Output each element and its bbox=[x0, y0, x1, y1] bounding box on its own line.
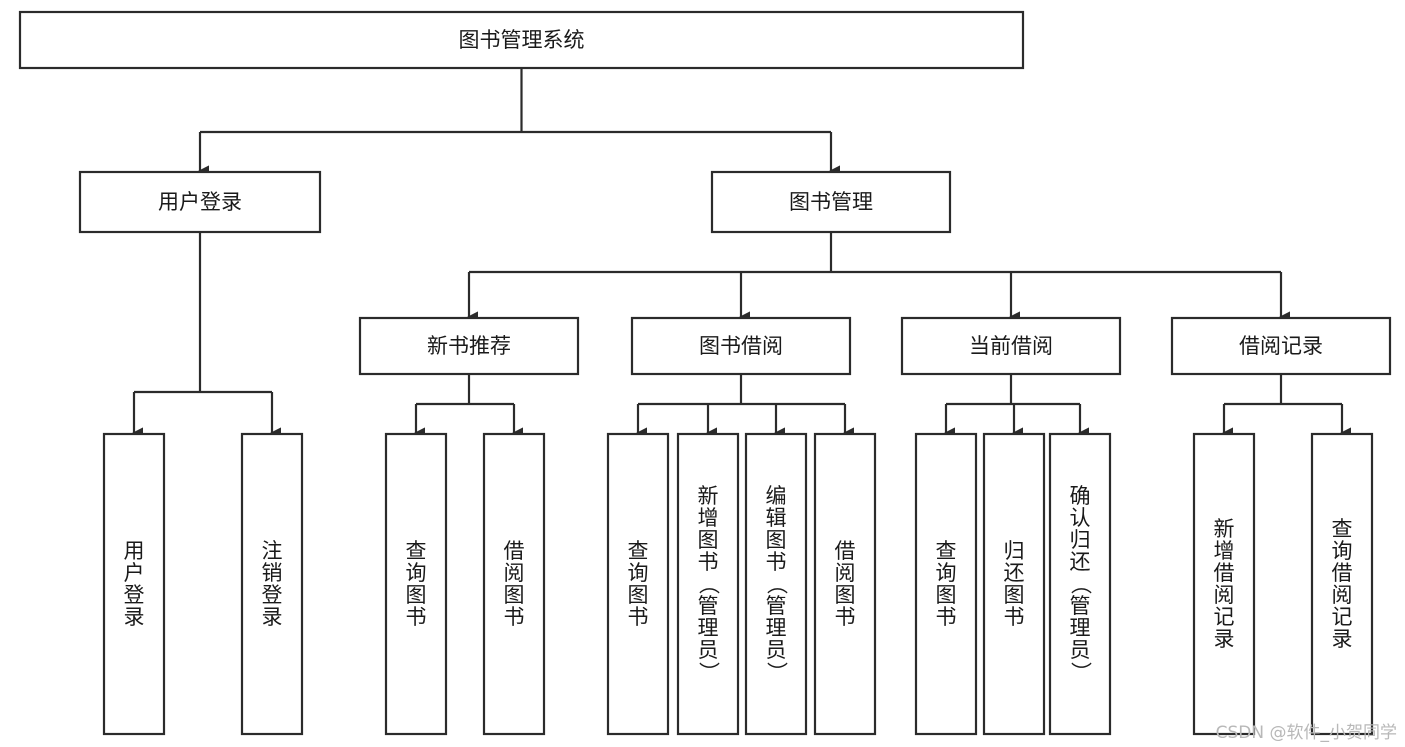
node-box-rect bbox=[1048, 432, 1112, 736]
node-box-rect bbox=[1170, 316, 1392, 376]
leaf-node-查询借阅记录[interactable] bbox=[1310, 432, 1374, 736]
node-box-rect bbox=[240, 432, 304, 736]
leaf-node-编辑图书管理员[interactable] bbox=[744, 432, 808, 736]
node-box-rect bbox=[358, 316, 580, 376]
leaf-node-查询图书[interactable] bbox=[606, 432, 670, 736]
leaf-node-注销登录[interactable] bbox=[240, 432, 304, 736]
node-label: 借阅记录 bbox=[1239, 334, 1323, 358]
boxes-layer: 新书推荐 图书借阅 当前借阅 借阅记录 用户登录 图书管理 图书管理系统 bbox=[18, 10, 1392, 736]
node-label: 图书借阅 bbox=[699, 334, 783, 358]
leaf-node-查询图书[interactable] bbox=[914, 432, 978, 736]
watermark-text: CSDN @软件_小贺同学 bbox=[1215, 723, 1397, 743]
node-box-rect bbox=[18, 10, 1025, 70]
level2-node-图书借阅[interactable] bbox=[630, 316, 852, 376]
node-label: 当前借阅 bbox=[969, 334, 1053, 358]
node-box-rect bbox=[982, 432, 1046, 736]
node-label: 新书推荐 bbox=[427, 334, 511, 358]
leaf-node-新增图书管理员[interactable] bbox=[676, 432, 740, 736]
level2-node-借阅记录[interactable] bbox=[1170, 316, 1392, 376]
leaf-node-用户登录[interactable] bbox=[102, 432, 166, 736]
leaf-node-查询图书[interactable] bbox=[384, 432, 448, 736]
node-box-rect bbox=[813, 432, 877, 736]
node-box-rect bbox=[900, 316, 1122, 376]
edges-layer bbox=[132, 68, 1351, 439]
node-box-rect bbox=[744, 432, 808, 736]
leaf-node-确认归还管理员[interactable] bbox=[1048, 432, 1112, 736]
node-box-rect bbox=[78, 170, 322, 234]
node-box-rect bbox=[606, 432, 670, 736]
node-box-rect bbox=[482, 432, 546, 736]
node-box-rect bbox=[630, 316, 852, 376]
node-label: 用户登录 bbox=[158, 190, 242, 214]
node-label: 图书管理系统 bbox=[459, 28, 585, 52]
leaf-node-归还图书[interactable] bbox=[982, 432, 1046, 736]
leaf-node-新增借阅记录[interactable] bbox=[1192, 432, 1256, 736]
node-box-rect bbox=[1192, 432, 1256, 736]
level2-node-新书推荐[interactable] bbox=[358, 316, 580, 376]
node-box-rect bbox=[914, 432, 978, 736]
node-box-rect bbox=[102, 432, 166, 736]
level1-node-用户登录[interactable] bbox=[78, 170, 322, 234]
root-node-图书管理系统[interactable] bbox=[18, 10, 1025, 70]
node-label: 图书管理 bbox=[789, 190, 873, 214]
node-box-rect bbox=[676, 432, 740, 736]
level1-node-图书管理[interactable] bbox=[710, 170, 952, 234]
node-box-rect bbox=[1310, 432, 1374, 736]
node-box-rect bbox=[710, 170, 952, 234]
node-box-rect bbox=[384, 432, 448, 736]
leaf-node-借阅图书[interactable] bbox=[813, 432, 877, 736]
leaf-node-借阅图书[interactable] bbox=[482, 432, 546, 736]
level2-node-当前借阅[interactable] bbox=[900, 316, 1122, 376]
